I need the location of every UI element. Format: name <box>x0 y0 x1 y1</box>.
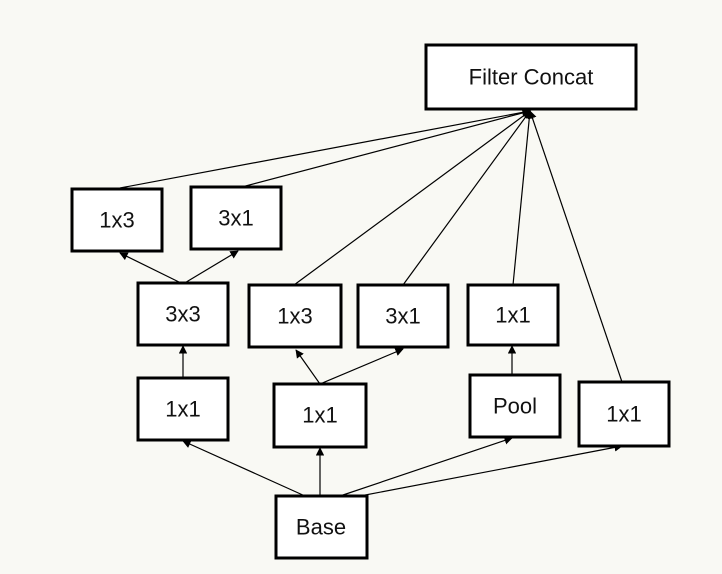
node-b1-1x1: 1x1 <box>136 376 230 442</box>
node-b2-1x3: 1x3 <box>247 283 343 349</box>
node-b3-1x1: 1x1 <box>466 283 560 347</box>
node-b4-1x1-label: 1x1 <box>606 402 641 427</box>
edge-b1-3x1-to-concat <box>237 108 531 189</box>
node-b1-1x3-label: 1x3 <box>99 208 134 233</box>
node-b2-1x3-label: 1x3 <box>277 304 312 329</box>
node-b4-1x1: 1x1 <box>577 380 671 448</box>
node-filter-concat-label: Filter Concat <box>469 65 594 90</box>
node-b2-1x1: 1x1 <box>272 382 368 449</box>
node-b2-3x1-label: 3x1 <box>385 304 420 329</box>
edge-b1-3x3-to-3x1 <box>182 250 239 285</box>
node-b2-3x1: 3x1 <box>356 283 450 349</box>
edge-base-to-pool <box>339 436 513 497</box>
node-base-label: Base <box>296 515 346 540</box>
node-pool: Pool <box>468 373 562 439</box>
node-base: Base <box>274 494 369 560</box>
node-b1-3x1-label: 3x1 <box>218 206 253 231</box>
edge-b2-3x1-to-concat <box>402 110 531 286</box>
node-pool-label: Pool <box>493 394 537 419</box>
edge-b1-1x3-to-concat <box>119 108 531 189</box>
edge-base-to-b4-1x1 <box>359 443 623 497</box>
edge-b2-1x3-to-concat <box>293 110 531 286</box>
node-b1-3x1: 3x1 <box>189 185 283 251</box>
node-b1-1x1-label: 1x1 <box>165 397 200 422</box>
edge-b2-1x1-to-3x1 <box>319 348 404 385</box>
node-b1-1x3: 1x3 <box>70 187 164 253</box>
node-b1-3x3: 3x3 <box>136 281 230 347</box>
edge-b4-1x1-to-concat <box>528 110 623 383</box>
edge-b2-1x1-to-1x3 <box>295 349 321 385</box>
edge-b3-1x1-to-concat <box>512 110 534 286</box>
node-b1-3x3-label: 3x3 <box>165 302 200 327</box>
edge-base-to-b1-1x1 <box>182 440 306 497</box>
node-filter-concat: Filter Concat <box>424 43 638 111</box>
edges <box>119 108 623 497</box>
edge-b1-3x3-to-1x3 <box>119 252 184 285</box>
node-b2-1x1-label: 1x1 <box>302 403 337 428</box>
node-b3-1x1-label: 1x1 <box>495 303 530 328</box>
